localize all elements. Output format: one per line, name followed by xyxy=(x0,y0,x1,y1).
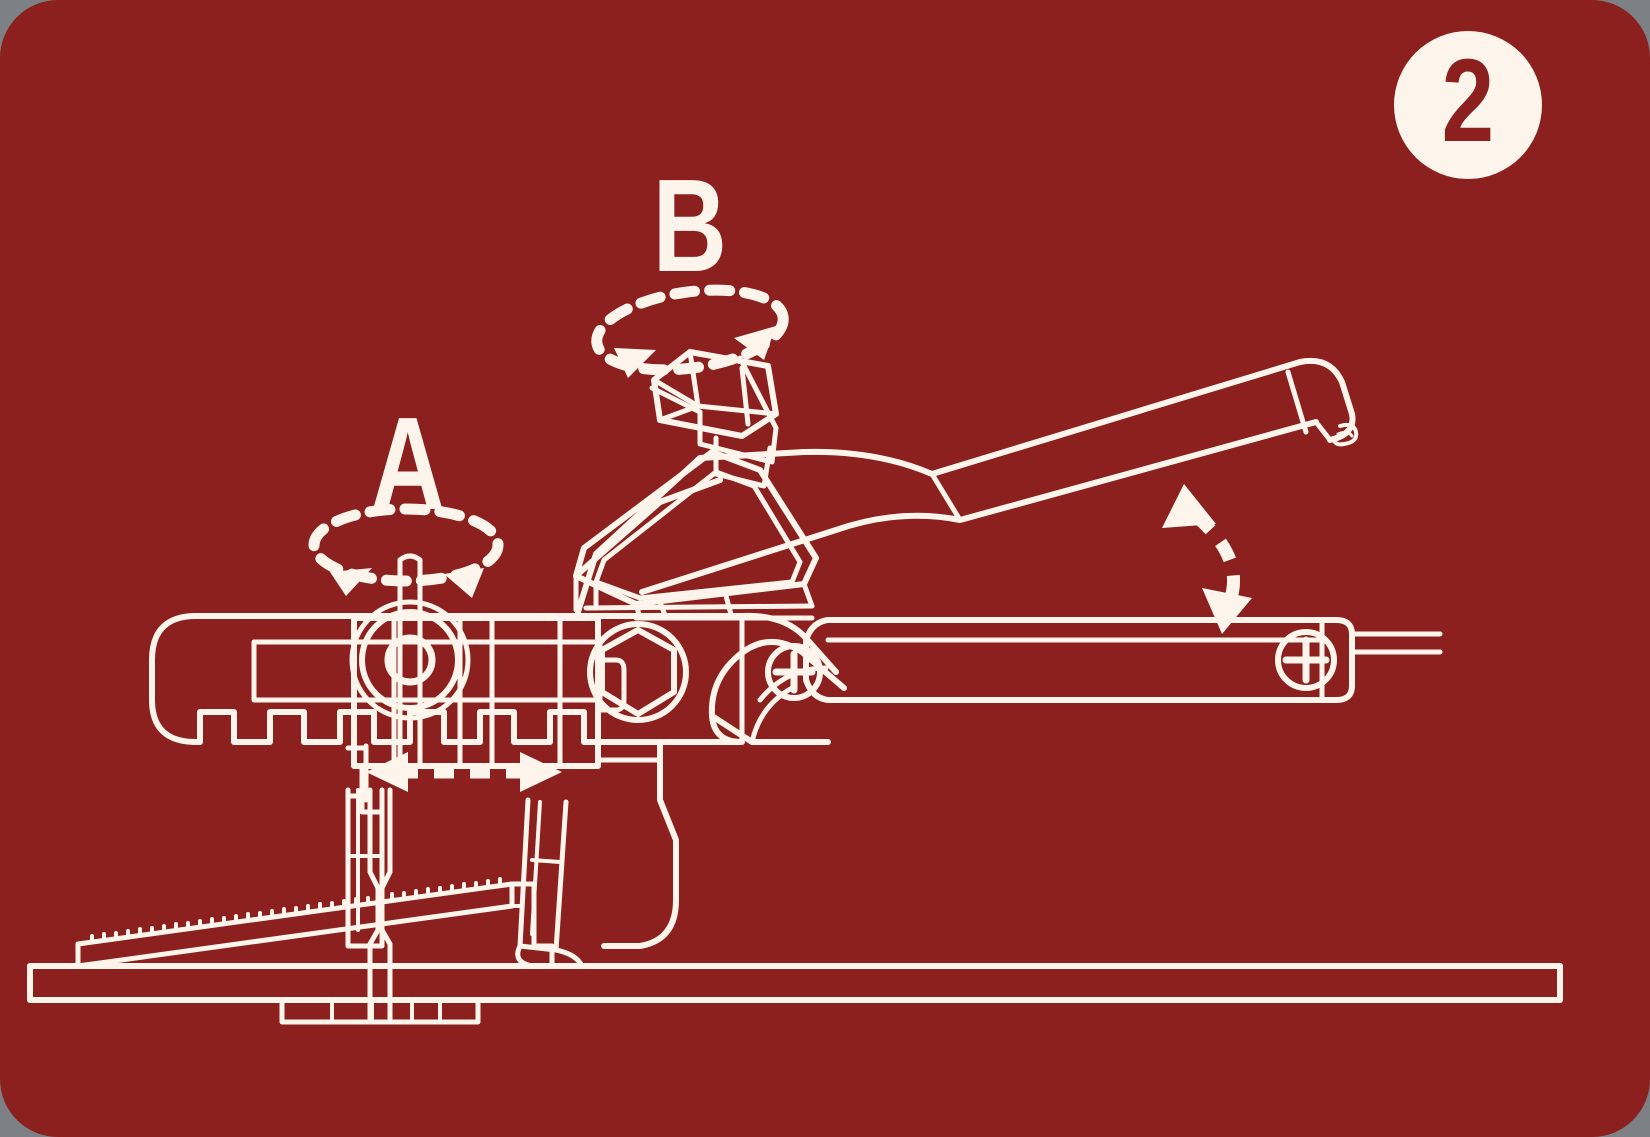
phillips-screw-right[interactable] xyxy=(1275,629,1337,691)
base-rail xyxy=(27,963,1563,1003)
serrated-blade xyxy=(75,877,555,969)
carriage-pivot-knob[interactable] xyxy=(349,599,471,721)
center-threaded-rod xyxy=(367,787,393,1025)
vertical-post-right xyxy=(515,797,607,969)
rotation-arrowheads-b xyxy=(614,326,776,378)
step-number-value: 2 xyxy=(1441,35,1495,167)
lower-arm xyxy=(803,617,1443,703)
joint-hub xyxy=(708,612,847,745)
callout-label-a: A xyxy=(370,390,445,537)
toothed-rack-bar xyxy=(149,613,603,745)
step-number-badge: 2 xyxy=(1394,31,1542,179)
triangular-bracket xyxy=(573,449,819,621)
callout-label-b: B xyxy=(652,152,727,299)
upper-arm-tip xyxy=(1332,422,1359,447)
arm-swing-arrow xyxy=(1191,511,1241,609)
rotation-ellipse-b xyxy=(591,284,789,376)
rotation-arrowheads-a xyxy=(330,568,484,598)
arm-swing-arrow-heads xyxy=(1162,484,1252,634)
knob-a-spindle xyxy=(397,553,423,769)
base-mounting-plate xyxy=(279,997,481,1025)
slide-arrow-heads xyxy=(366,752,562,792)
line-art-strokes xyxy=(27,284,1563,1025)
hex-nut xyxy=(587,621,689,723)
vertical-post-left xyxy=(345,787,385,949)
center-body xyxy=(595,613,745,949)
slide-arrow-reference-line xyxy=(345,743,369,803)
rotation-ellipse-a xyxy=(308,503,504,587)
